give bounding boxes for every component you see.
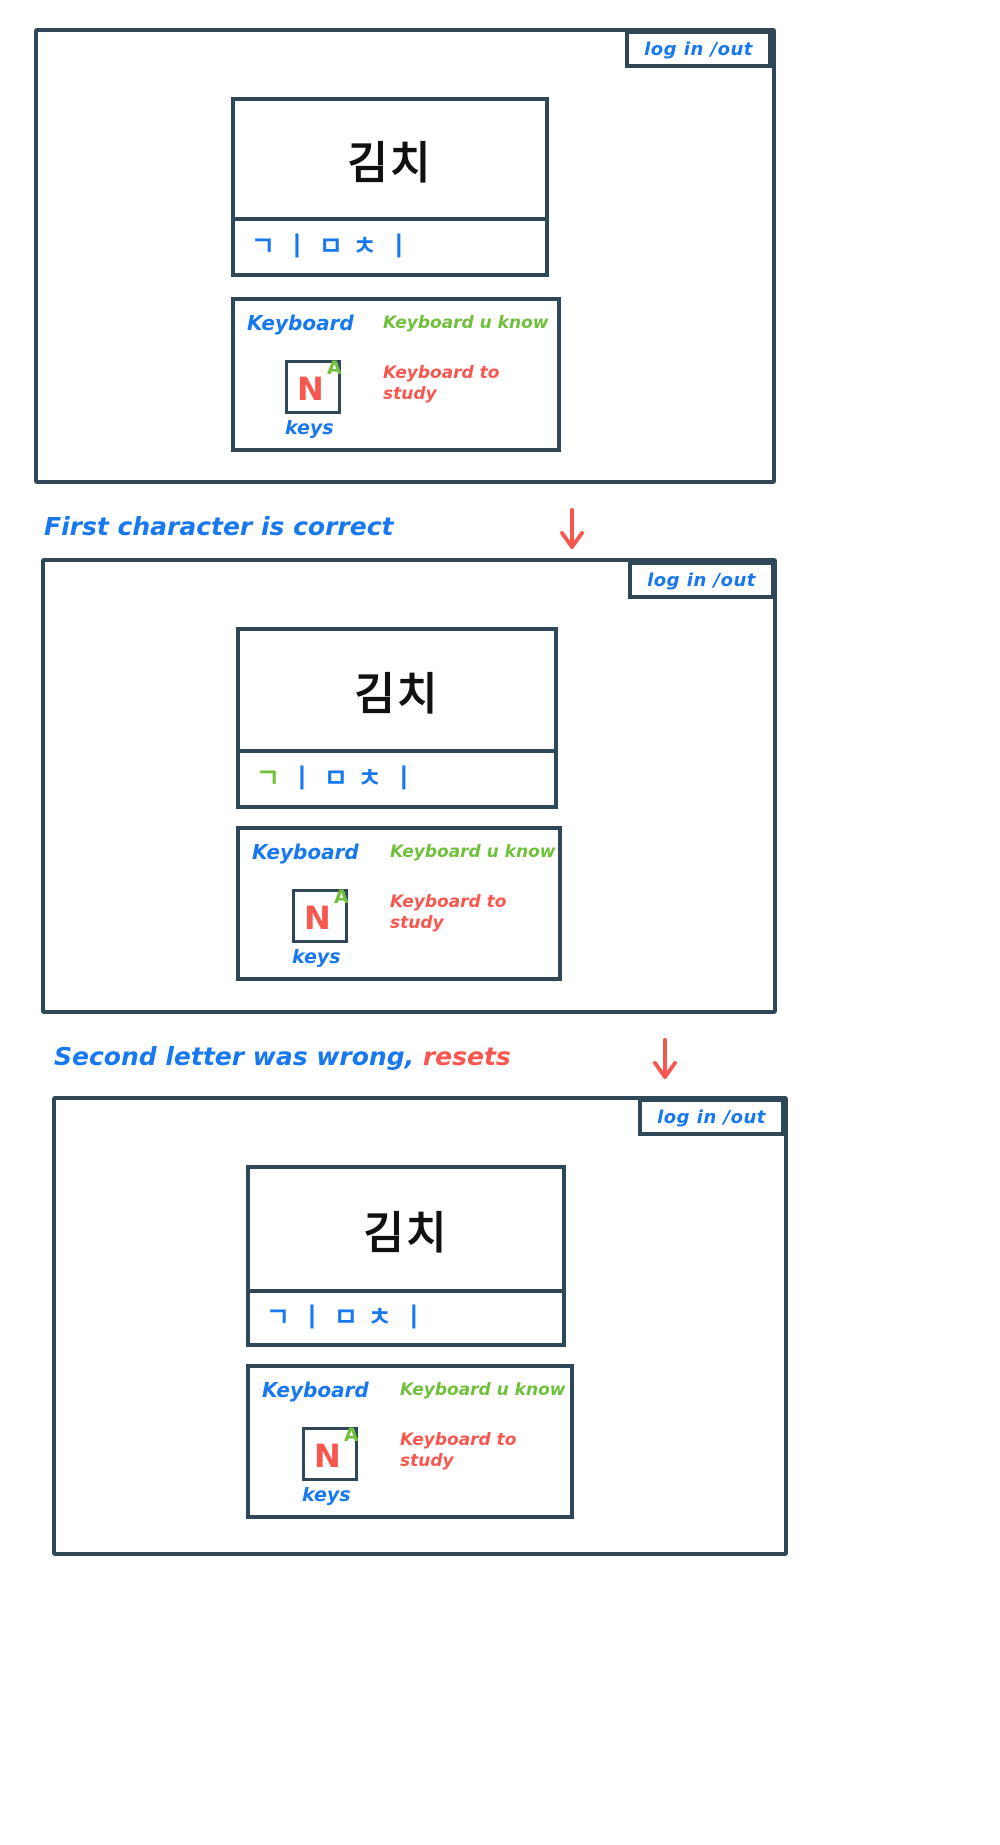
arrow-down-2 — [653, 1038, 677, 1079]
jamo-char: ㅁ — [323, 764, 348, 794]
keyboard-panel-title: Keyboard — [247, 311, 354, 335]
jamo-strip-2: ㄱ ㅣ ㅁ ㅊ ㅣ — [240, 749, 554, 805]
keys-caption: keys — [285, 417, 334, 439]
jamo-char: ㅊ — [357, 764, 382, 794]
jamo-char: ㅣ — [299, 1303, 324, 1333]
word-display-2: 김치 — [240, 631, 554, 749]
target-word-3: 김치 — [363, 1208, 449, 1259]
key-main-letter: N — [314, 1437, 341, 1475]
login-logout-button-2[interactable]: log in /out — [628, 561, 775, 599]
login-logout-label: log in /out — [647, 569, 756, 591]
legend-known-keys: Keyboard u know — [383, 313, 549, 333]
keys-caption: keys — [292, 946, 341, 968]
login-logout-button-3[interactable]: log in /out — [638, 1098, 785, 1136]
key-alt-letter: A — [344, 1424, 359, 1446]
key-main-letter: N — [297, 370, 324, 408]
annotation-highlight: resets — [422, 1042, 511, 1071]
key-main-letter: N — [304, 899, 331, 937]
key-alt-letter: A — [327, 357, 342, 379]
annotation-first-correct: First character is correct — [44, 512, 394, 541]
login-logout-label: log in /out — [657, 1106, 766, 1128]
jamo-strip-3: ㄱ ㅣ ㅁ ㅊ ㅣ — [250, 1289, 562, 1343]
word-card-1: 김치 ㄱ ㅣ ㅁ ㅊ ㅣ — [231, 97, 549, 277]
legend-study-keys: Keyboard to study — [390, 892, 507, 934]
arrow-down-1 — [560, 508, 584, 549]
jamo-char: ㅣ — [284, 232, 309, 262]
legend-study-keys: Keyboard to study — [400, 1430, 517, 1472]
annotation-second-wrong: Second letter was wrong, resets — [54, 1042, 511, 1071]
keyboard-panel-title: Keyboard — [262, 1378, 369, 1402]
key-alt-letter: A — [334, 886, 349, 908]
jamo-char: ㅣ — [401, 1303, 426, 1333]
target-word-1: 김치 — [347, 138, 433, 189]
jamo-strip-1: ㄱ ㅣ ㅁ ㅊ ㅣ — [235, 217, 545, 273]
annotation-text: Second letter was wrong, — [54, 1042, 415, 1071]
keyboard-panel-title: Keyboard — [252, 840, 359, 864]
jamo-char: ㄱ — [251, 232, 275, 262]
word-card-2: 김치 ㄱ ㅣ ㅁ ㅊ ㅣ — [236, 627, 558, 809]
keyboard-key-2[interactable] — [292, 889, 348, 943]
word-display-1: 김치 — [235, 101, 545, 217]
keyboard-panel-2: Keyboard N A keys Keyboard u know Keyboa… — [236, 826, 562, 981]
login-logout-label: log in /out — [644, 38, 753, 60]
keyboard-panel-3: Keyboard N A keys Keyboard u know Keyboa… — [246, 1364, 574, 1519]
jamo-char: ㅊ — [367, 1303, 392, 1333]
jamo-char: ㄱ — [256, 764, 280, 794]
legend-study-keys: Keyboard to study — [383, 363, 500, 405]
jamo-char: ㅊ — [352, 232, 377, 262]
legend-known-keys: Keyboard u know — [390, 842, 556, 862]
keyboard-key-3[interactable] — [302, 1427, 358, 1481]
annotation-text: First character is correct — [44, 512, 394, 541]
login-logout-button-1[interactable]: log in /out — [625, 30, 772, 68]
jamo-char: ㅣ — [386, 232, 411, 262]
keyboard-key-1[interactable] — [285, 360, 341, 414]
legend-known-keys: Keyboard u know — [400, 1380, 566, 1400]
jamo-char: ㅁ — [333, 1303, 358, 1333]
jamo-char: ㅣ — [391, 764, 416, 794]
jamo-char: ㄱ — [266, 1303, 290, 1333]
word-display-3: 김치 — [250, 1169, 562, 1289]
jamo-char: ㅣ — [289, 764, 314, 794]
keyboard-panel-1: Keyboard N A keys Keyboard u know Keyboa… — [231, 297, 561, 452]
target-word-2: 김치 — [354, 669, 440, 720]
keys-caption: keys — [302, 1484, 351, 1506]
jamo-char: ㅁ — [318, 232, 343, 262]
word-card-3: 김치 ㄱ ㅣ ㅁ ㅊ ㅣ — [246, 1165, 566, 1347]
